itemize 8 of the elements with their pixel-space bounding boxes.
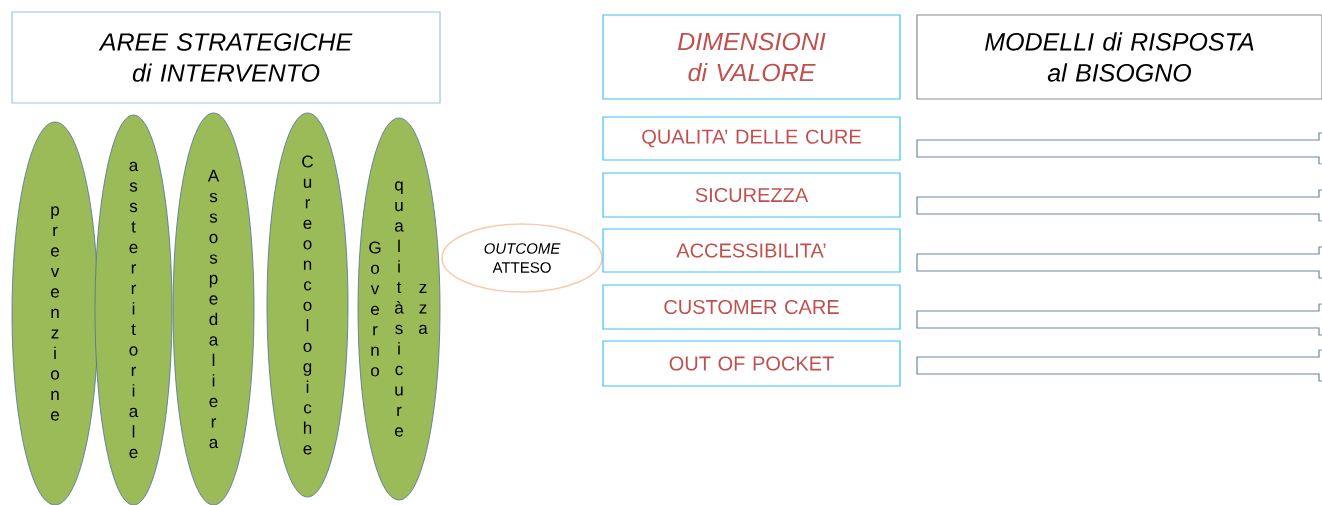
header-box: MODELLI di RISPOSTA al BISOGNO — [916, 14, 1322, 100]
header-box: DIMENSIONI di VALORE — [602, 14, 901, 100]
value-box: ACCESSIBILITA’ — [602, 228, 901, 273]
header-box: AREE STRATEGICHE di INTERVENTO — [11, 11, 441, 104]
value-box: SICUREZZA — [602, 172, 901, 218]
value-box: CUSTOMER CARE — [602, 284, 901, 330]
value-box: QUALITA’ DELLE CURE — [602, 116, 901, 161]
value-box: OUT OF POCKET — [602, 340, 901, 387]
